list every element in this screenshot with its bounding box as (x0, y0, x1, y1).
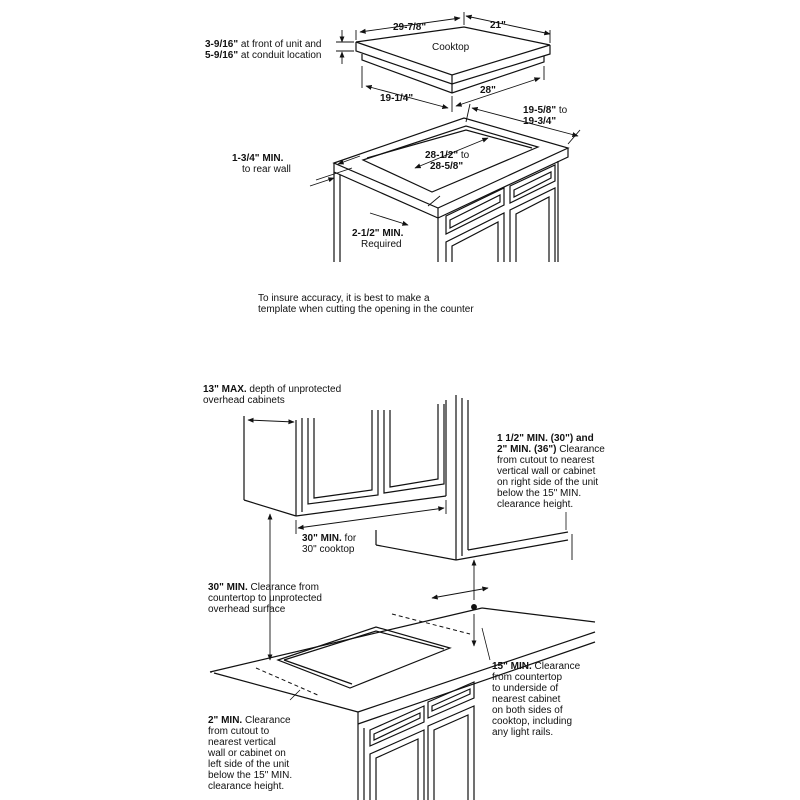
side-clearance-line-5: on both sides of (492, 705, 563, 716)
dim-cooktop-width: 29-7/8" (393, 22, 427, 33)
right-clearance-line-3: from cutout to nearest (497, 455, 595, 466)
left-clearance-line-3: nearest vertical (208, 737, 276, 748)
left-clearance-line-4: wall or cabinet on (208, 748, 286, 759)
upper-dimension-lines (247, 417, 573, 661)
dim-cutout-depth-b: 19-3/4" (523, 116, 557, 127)
cabinet-top-dimension-lines (309, 103, 581, 226)
template-note-line-2: template when cutting the opening in the… (258, 304, 474, 315)
dim-cutout-depth-a: 19-5/8" to (523, 105, 568, 116)
dim-rear-wall: 1-3/4" MIN. (232, 153, 284, 164)
side-clearance-line-4: nearest cabinet (492, 694, 561, 705)
leader-lines (289, 512, 567, 701)
dim-cooktop-depth: 21" (490, 20, 506, 31)
right-clearance-line-5: on right side of the unit (497, 477, 599, 488)
left-clearance-line-2: from cutout to (208, 726, 270, 737)
side-clearance-line-3: to underside of (492, 683, 559, 694)
overhead-clearance-line-1: 30" MIN. Clearance from (208, 582, 319, 593)
lower-cabinet-drawing (209, 607, 596, 800)
dim-rear-wall-desc: to rear wall (242, 164, 291, 175)
overhead-depth-label: 13" MAX. depth of unprotected (203, 384, 342, 395)
overhead-clearance-line-3: overhead surface (208, 604, 286, 615)
right-clearance-line-2: 2" MIN. (36") Clearance (497, 444, 605, 455)
dim-cutout-width-b: 28-5/8" (430, 161, 464, 172)
overhead-depth-label-2: overhead cabinets (203, 395, 285, 406)
cooktop-width-label-2: 30" cooktop (302, 544, 355, 555)
dim-front-clearance-desc: Required (361, 239, 402, 250)
right-clearance-line-6: below the 15" MIN. (497, 488, 582, 499)
cooktop-drawing (355, 26, 551, 94)
left-clearance-line-5: left side of the unit (208, 759, 290, 770)
right-clearance-line-1: 1 1/2" MIN. (30") and (497, 433, 594, 444)
side-clearance-line-2: from countertop (492, 672, 563, 683)
cooktop-width-label: 30" MIN. for (302, 533, 357, 544)
left-clearance-line-1: 2" MIN. Clearance (208, 715, 291, 726)
template-note-line-1: To insure accuracy, it is best to make a (258, 293, 430, 304)
cooktop-dimension-lines (336, 12, 551, 112)
dim-bottom-depth: 19-1/4" (380, 93, 414, 104)
overhead-clearance-line-2: countertop to unprotected (208, 593, 322, 604)
left-clearance-line-7: clearance height. (208, 781, 285, 792)
right-clearance-line-7: clearance height. (497, 499, 574, 510)
upper-cabinets-drawing (243, 395, 569, 561)
clearance-dashed-lines (255, 613, 471, 697)
dim-cutout-width-a: 28-1/2" to (425, 150, 470, 161)
dim-height-front: 3-9/16" at front of unit and (205, 39, 322, 50)
side-clearance-line-7: any light rails. (492, 727, 554, 738)
dim-height-conduit: 5-9/16" at conduit location (205, 50, 322, 61)
cooktop-label: Cooktop (432, 42, 470, 53)
right-clearance-line-4: vertical wall or cabinet (497, 466, 596, 477)
left-clearance-line-6: below the 15" MIN. (208, 770, 293, 781)
dim-front-clearance: 2-1/2" MIN. (352, 228, 404, 239)
side-clearance-line-6: cooktop, including (492, 716, 573, 727)
side-clearance-line-1: 15" MIN. Clearance (492, 661, 581, 672)
dim-bottom-width: 28" (480, 85, 496, 96)
